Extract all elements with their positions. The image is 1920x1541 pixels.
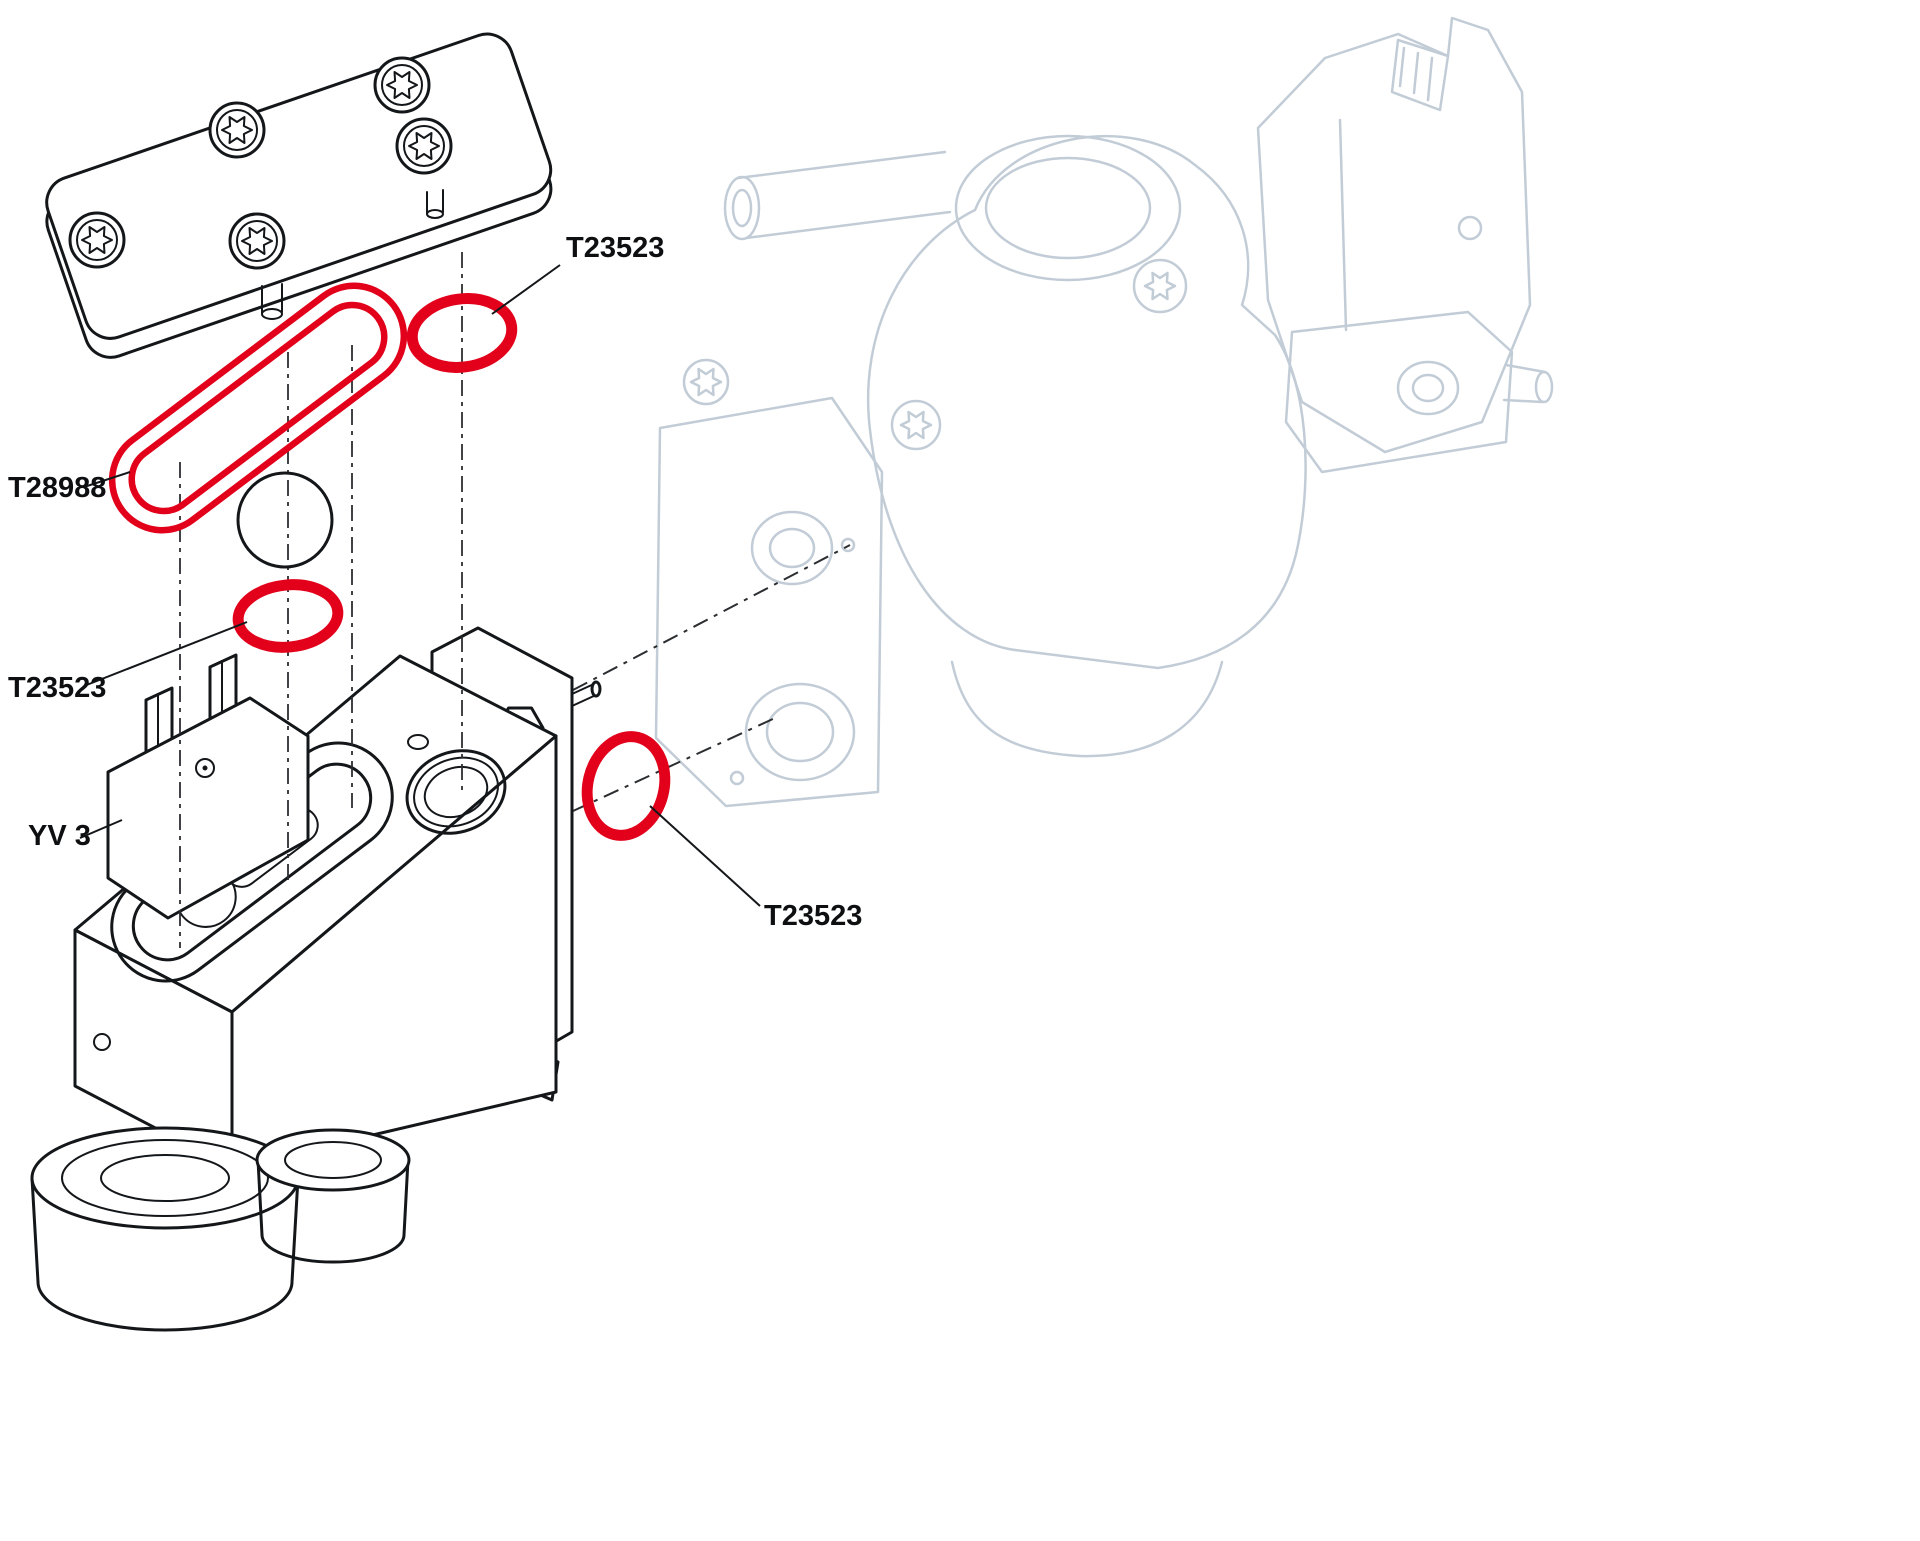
- label-oring-top: T23523: [566, 232, 664, 264]
- ghost-pump-body: [866, 134, 1307, 670]
- label-oring-mid: T23523: [8, 672, 106, 704]
- torx-screw: [228, 212, 286, 270]
- ghost-manifold-block: [654, 396, 884, 808]
- bottom-port-large: [30, 1126, 300, 1332]
- leader-valve: [79, 819, 123, 839]
- torx-screw: [208, 101, 266, 159]
- ghost-torx-screw: [682, 358, 730, 406]
- label-valve: YV 3: [28, 820, 91, 852]
- ghost-dome-inner: [984, 156, 1152, 260]
- cover-plate: [45, 32, 553, 359]
- oring-top: [406, 293, 518, 373]
- cover-plate-top: [45, 32, 553, 340]
- leader-gasket: [83, 471, 131, 488]
- ghost-side-valve: [1284, 310, 1554, 474]
- assembly-axis-lower: [572, 717, 776, 812]
- diaphragm-disc: [236, 471, 334, 569]
- ghost-torx-screw: [1132, 258, 1188, 314]
- ghost-dome-outer: [954, 134, 1182, 282]
- locating-peg: [261, 283, 283, 320]
- oring-mid: [232, 579, 344, 653]
- oring-right: [581, 731, 671, 841]
- leader-oring-mid: [83, 621, 248, 687]
- top-face-hole: [407, 734, 429, 750]
- valve-front-face: [230, 734, 558, 1170]
- ghost-bracket: [1256, 16, 1532, 454]
- solenoid-valve-body: [30, 626, 602, 1332]
- oring-port-seat: [405, 749, 507, 835]
- ghost-assembly: [654, 16, 1554, 808]
- ghost-torx-screw: [890, 399, 942, 451]
- ghost-skirt: [950, 660, 1224, 758]
- torx-screw: [68, 211, 126, 269]
- label-oring-right: T23523: [764, 900, 862, 932]
- solenoid-coil: [106, 653, 310, 920]
- alignment-pin: [590, 680, 602, 698]
- torx-screw: [373, 56, 431, 114]
- side-hole: [93, 1033, 111, 1051]
- ghost-pipe: [723, 150, 952, 241]
- torx-screw: [395, 117, 453, 175]
- bottom-port-small: [255, 1128, 411, 1264]
- label-gasket: T28988: [8, 472, 106, 504]
- leader-oring-right: [649, 805, 761, 907]
- locating-peg: [426, 189, 444, 219]
- leader-oring-top: [491, 264, 561, 315]
- gasket-t28988: [108, 282, 408, 534]
- assembly-axis-upper: [572, 544, 851, 691]
